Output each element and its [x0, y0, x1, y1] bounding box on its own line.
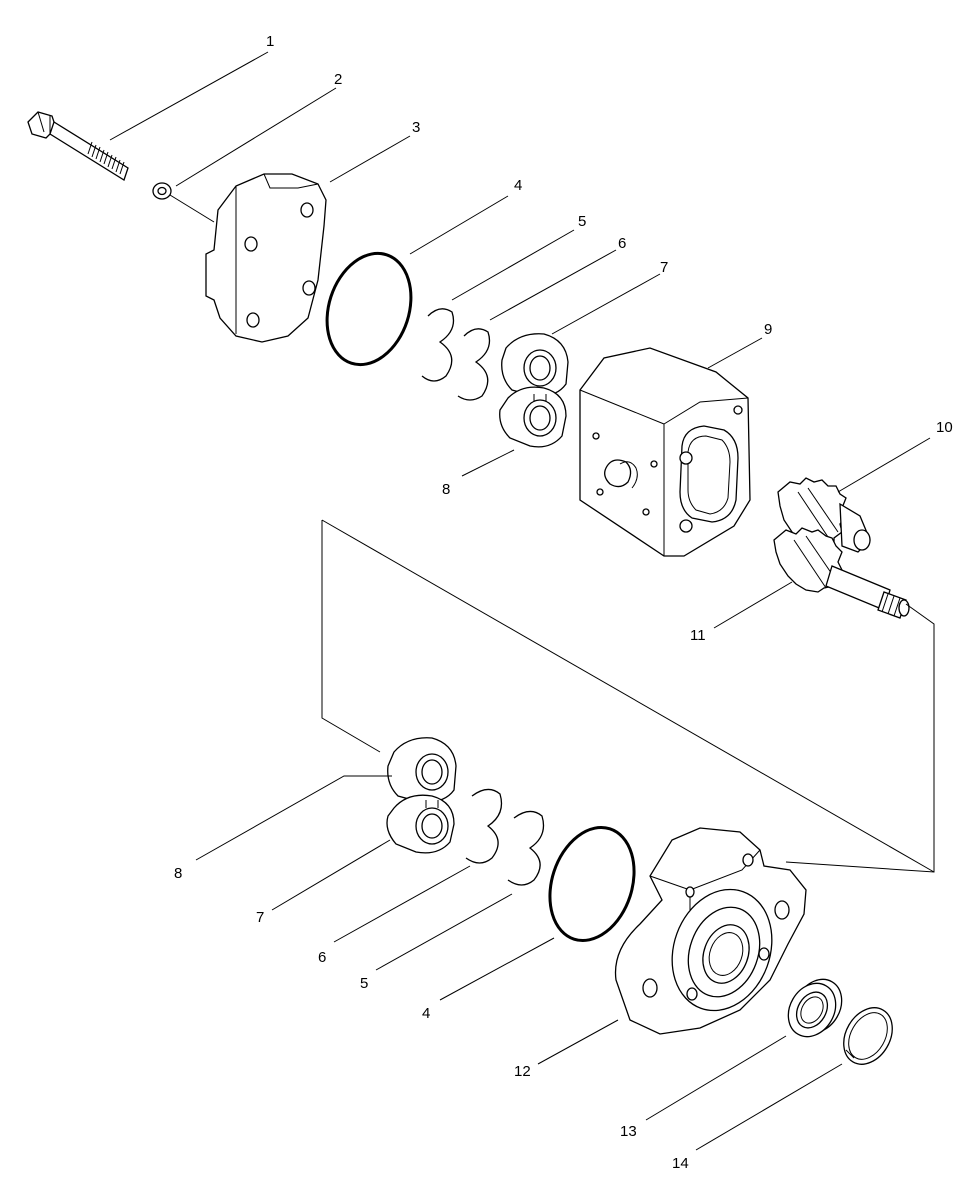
part-shaft-seal [787, 978, 843, 1038]
callout-13: 13 [620, 1123, 637, 1140]
part-end-cover [205, 173, 327, 343]
callout-5: 5 [578, 213, 586, 230]
part-seal-5-upper [421, 308, 455, 382]
callout-4: 4 [514, 177, 522, 194]
callout-2: 2 [334, 71, 342, 88]
part-seal-5-lower [507, 810, 545, 886]
callout-8-lower: 8 [174, 865, 182, 882]
part-seal-6-upper [457, 328, 491, 401]
callout-9: 9 [764, 321, 772, 338]
part-washer [152, 182, 215, 223]
callout-14: 14 [672, 1155, 689, 1172]
part-bearing-blocks-lower [386, 737, 457, 854]
part-pump-body [579, 347, 751, 557]
part-o-ring-lower [548, 825, 636, 943]
callout-7: 7 [660, 259, 668, 276]
callout-11: 11 [690, 627, 706, 644]
part-bolt [27, 111, 129, 181]
callout-8: 8 [442, 481, 450, 498]
part-mounting-flange [614, 827, 807, 1035]
callout-3: 3 [412, 119, 420, 136]
callout-10: 10 [936, 419, 953, 436]
part-o-ring-upper [325, 251, 413, 367]
callout-6: 6 [618, 235, 626, 252]
callout-12: 12 [514, 1063, 531, 1080]
callout-7-lower: 7 [256, 909, 264, 926]
part-retaining-ring [843, 1007, 893, 1065]
callout-4-lower: 4 [422, 1005, 430, 1022]
callout-6-lower: 6 [318, 949, 326, 966]
assembly-lines [321, 519, 935, 873]
part-bearing-blocks-upper [499, 333, 569, 448]
leader-lines [109, 51, 931, 1151]
part-driven-gear [777, 477, 871, 553]
part-seal-6-lower [465, 788, 503, 864]
callout-numbers: 1 2 3 4 5 6 7 9 8 10 11 8 7 6 5 4 12 13 … [174, 33, 953, 1172]
callout-5-lower: 5 [360, 975, 368, 992]
callout-1: 1 [266, 33, 274, 50]
